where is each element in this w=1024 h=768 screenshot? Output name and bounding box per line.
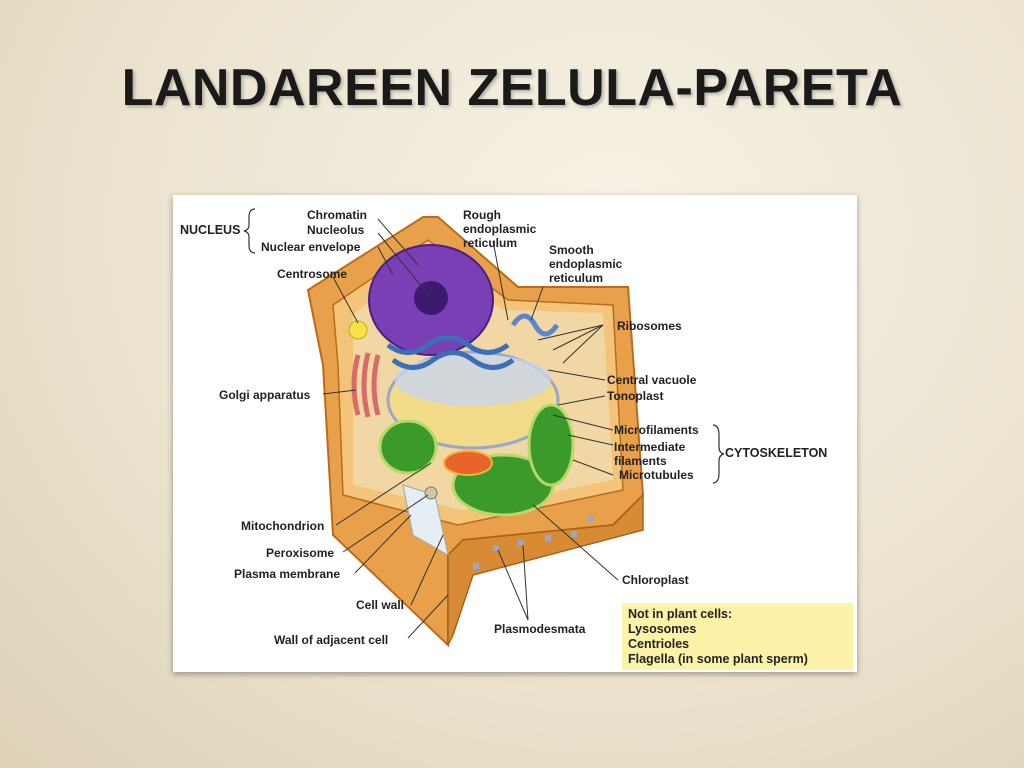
label-intermediate-1: Intermediate	[614, 440, 686, 454]
label-peroxisome: Peroxisome	[266, 546, 335, 560]
rough-er	[386, 335, 515, 370]
label-chromatin: Chromatin	[307, 208, 367, 222]
label-rough-er-2: endoplasmic	[463, 222, 537, 236]
peroxisome	[424, 486, 438, 500]
label-nucleus-group: NUCLEUS	[180, 223, 241, 237]
note-item: Lysosomes	[628, 622, 697, 636]
centrosome	[348, 320, 368, 340]
plasma-membrane-panel	[402, 484, 449, 556]
note-item: Centrioles	[628, 637, 690, 651]
plant-cell-diagram: NUCLEUS Chromatin Nucleolus Nuclear enve…	[173, 195, 857, 672]
chloroplast-left	[378, 419, 438, 475]
adjacent-wall	[447, 493, 644, 646]
label-cell-wall: Cell wall	[356, 598, 405, 612]
smooth-er	[510, 313, 560, 337]
label-cytoskeleton-group: CYTOSKELETON	[725, 446, 828, 460]
label-rough-er-3: reticulum	[463, 236, 518, 250]
label-central-vacuole: Central vacuole	[607, 373, 697, 387]
label-centrosome: Centrosome	[277, 267, 348, 281]
label-ribosomes: Ribosomes	[617, 319, 682, 333]
note-heading: Not in plant cells:	[628, 607, 733, 621]
label-microtubules: Microtubules	[619, 468, 694, 482]
label-tonoplast: Tonoplast	[607, 389, 664, 403]
chloroplast-right	[527, 403, 575, 487]
nucleus-brace	[243, 208, 256, 254]
cell-illustration	[243, 208, 725, 648]
label-plasma-membrane: Plasma membrane	[234, 567, 341, 581]
label-mitochondrion: Mitochondrion	[241, 519, 325, 533]
label-chloroplast: Chloroplast	[622, 573, 689, 587]
leader-lines	[322, 218, 619, 639]
label-golgi-apparatus: Golgi apparatus	[219, 388, 311, 402]
label-nuclear-envelope: Nuclear envelope	[261, 240, 361, 254]
cytoskeleton-brace	[712, 424, 725, 484]
not-in-plant-cells-box: Not in plant cells: Lysosomes Centrioles…	[622, 603, 853, 670]
note-item: Flagella (in some plant sperm)	[628, 652, 808, 666]
label-smooth-er-3: reticulum	[549, 271, 604, 285]
label-plasmodesmata: Plasmodesmata	[494, 622, 586, 636]
label-microfilaments: Microfilaments	[614, 423, 699, 437]
golgi	[351, 352, 381, 418]
mitochondrion	[443, 450, 493, 476]
plasmodesmata-dots	[473, 515, 594, 569]
label-rough-er-1: Rough	[463, 208, 501, 222]
label-smooth-er-1: Smooth	[549, 243, 594, 257]
label-smooth-er-2: endoplasmic	[549, 257, 623, 271]
label-intermediate-2: filaments	[614, 454, 667, 468]
label-nucleolus: Nucleolus	[307, 223, 365, 237]
label-wall-adjacent-cell: Wall of adjacent cell	[274, 633, 389, 647]
slide-title: LANDAREEN ZELULA-PARETA	[121, 59, 903, 117]
